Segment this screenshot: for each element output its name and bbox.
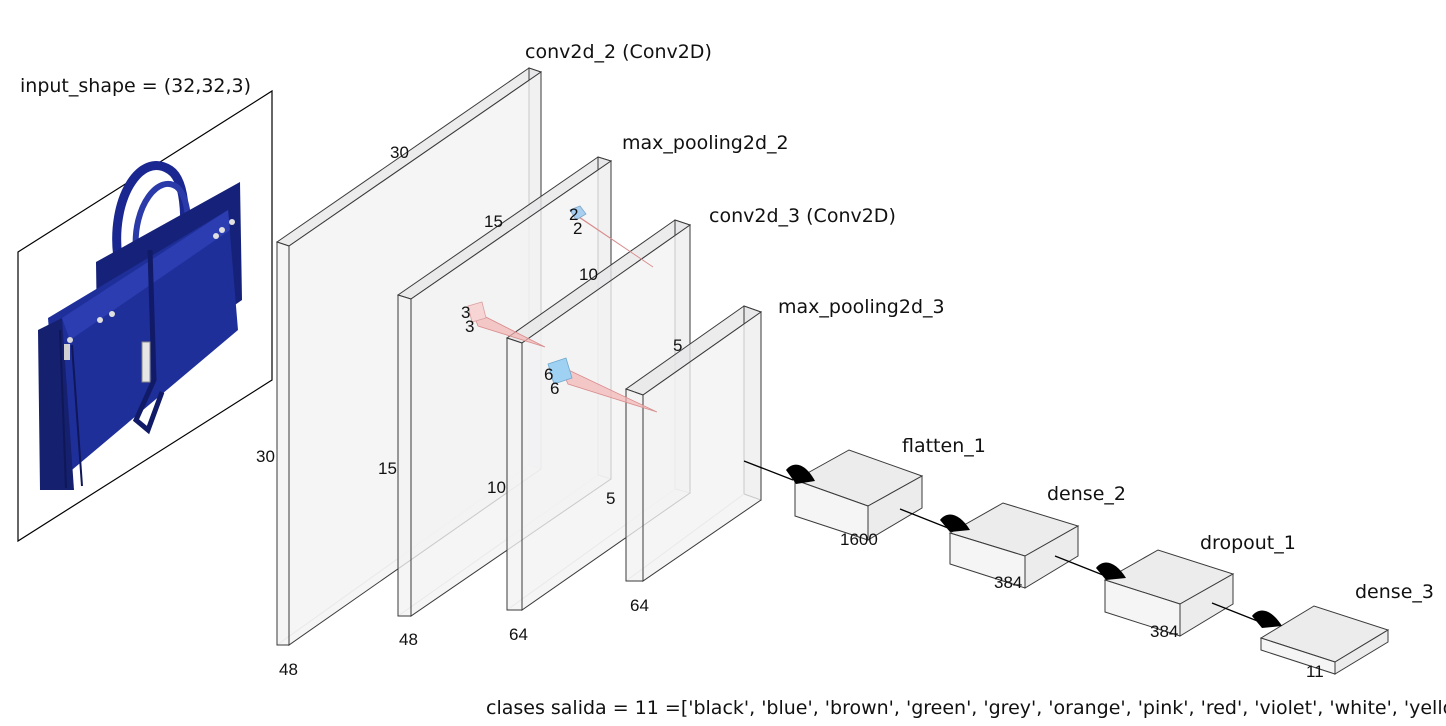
dim-height: 30 (256, 447, 275, 466)
units-label: 1600 (840, 530, 878, 549)
arrowhead-icon (786, 464, 815, 484)
kernel-label-b: 3 (465, 317, 474, 336)
dim-depth: 64 (630, 596, 649, 615)
layer-name: conv2d_2 (Conv2D) (525, 41, 712, 63)
kernel-6x6: 6 6 (544, 357, 658, 413)
kernel-label-b: 6 (550, 379, 559, 398)
layer-max-pooling2d-3: max_pooling2d_3 5 5 64 (606, 296, 945, 615)
units-label: 384 (994, 573, 1022, 592)
arrowhead-icon (940, 514, 970, 532)
dim-height: 15 (378, 459, 397, 478)
arrowhead-icon (1096, 562, 1126, 580)
input-shape-label: input_shape = (32,32,3) (20, 75, 251, 97)
flow-arrows (743, 460, 1282, 628)
layer-name: max_pooling2d_2 (622, 132, 789, 154)
output-classes-caption: clases salida = 11 =['black', 'blue', 'b… (486, 697, 1446, 719)
handbag-image (38, 161, 242, 490)
dim-width: 15 (484, 212, 503, 231)
layer-name: dropout_1 (1200, 532, 1296, 554)
dim-width: 5 (673, 336, 682, 355)
layer-name: dense_2 (1047, 483, 1126, 505)
kernel-label-a: 2 (569, 205, 578, 224)
units-label: 384 (1150, 622, 1178, 641)
arrowhead-icon (1252, 610, 1282, 628)
kernel-2x2: 2 2 (569, 205, 654, 268)
layer-name: dense_3 (1355, 581, 1434, 603)
dim-depth: 64 (509, 625, 528, 644)
layer-name: max_pooling2d_3 (778, 296, 945, 318)
dim-height: 10 (487, 478, 506, 497)
dim-depth: 48 (279, 660, 298, 679)
kernel-label-b: 2 (573, 219, 582, 238)
units-label: 11 (1306, 662, 1324, 681)
layer-dense-3: dense_3 11 (1259, 581, 1434, 681)
kernel-3x3: 3 3 (461, 301, 546, 348)
layer-dropout-1: dropout_1 384 (1103, 532, 1296, 641)
dim-width: 10 (579, 265, 598, 284)
layer-flatten-1: flatten_1 1600 (793, 435, 986, 549)
layer-dense-2: dense_2 384 (948, 483, 1126, 592)
dim-height: 5 (606, 489, 615, 508)
kernel-label-a: 6 (544, 365, 553, 384)
dim-width: 30 (390, 143, 409, 162)
dim-depth: 48 (399, 630, 418, 649)
layer-name: flatten_1 (902, 435, 986, 457)
layer-name: conv2d_3 (Conv2D) (709, 205, 896, 227)
input-plane: input_shape = (32,32,3) (17, 75, 273, 543)
kernel-label-a: 3 (461, 303, 470, 322)
